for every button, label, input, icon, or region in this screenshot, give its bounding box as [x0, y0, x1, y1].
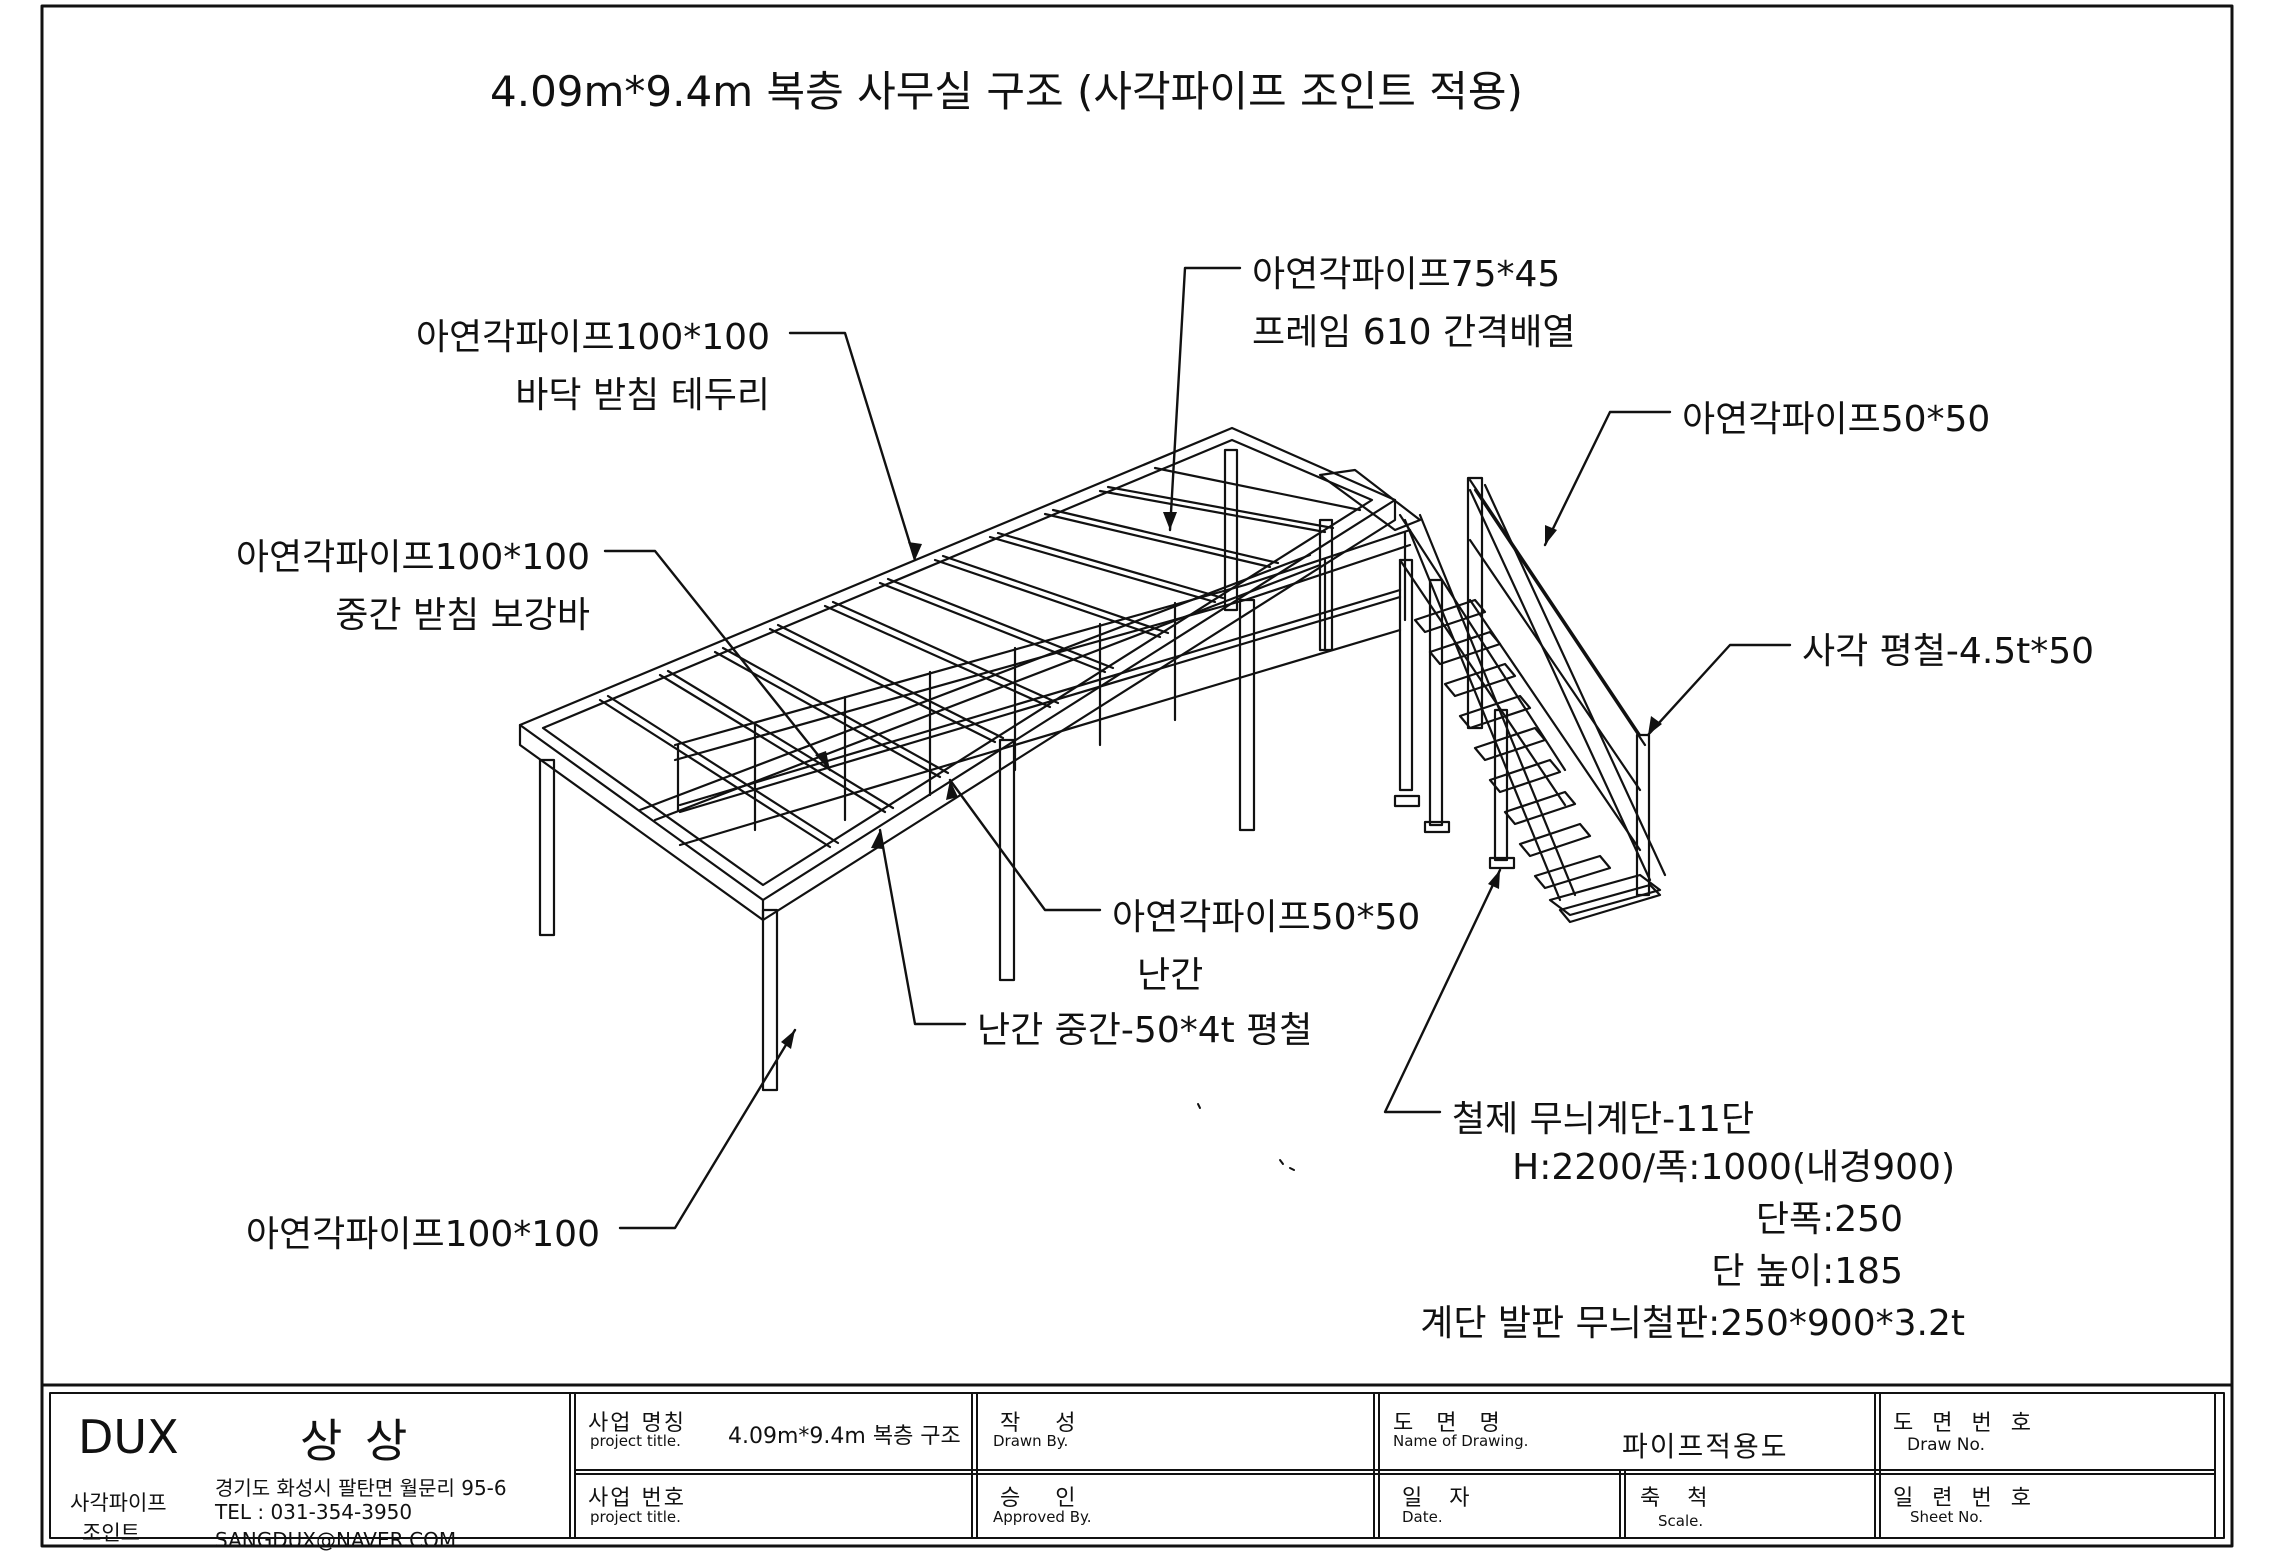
deck-rim: [518, 426, 1397, 902]
leader-right-rail: [1543, 410, 1672, 547]
company-tel: TEL : 031-354-3950: [215, 1500, 413, 1524]
callout-text: 아연각파이프100*100: [235, 537, 590, 578]
callout-text: 바닥 받침 테두리: [515, 375, 770, 416]
leader-flat-bar: [1646, 643, 1792, 737]
date-sub: Date.: [1402, 1508, 1443, 1526]
callout-stair: 철제 무늬계단-11단: [1452, 1090, 1754, 1142]
callout-text: 난간: [1137, 955, 1204, 996]
callout-flat-bar: 사각 평철-4.5t*50: [1802, 631, 2095, 672]
draw-no-sub: Draw No.: [1907, 1435, 1986, 1455]
arrowheads: [781, 512, 1662, 1049]
callout-text: H:2200/폭:1000(내경900): [1512, 1147, 1955, 1188]
drawing-name-sub: Name of Drawing.: [1393, 1432, 1529, 1450]
leader-mid-left: [603, 549, 832, 772]
callout-text: 아연각파이프100*100: [415, 317, 770, 358]
callout-guard-rail: 아연각파이프50*50 난간: [1112, 888, 1420, 998]
callout-post: 아연각파이프100*100: [245, 1214, 600, 1255]
scale-sub: Scale.: [1658, 1512, 1704, 1530]
date-label: 일 자: [1402, 1486, 1480, 1511]
stair: [1398, 476, 1667, 924]
callout-text: 철제 무늬계단-11단: [1452, 1099, 1755, 1140]
callout-rail-mid: 난간 중간-50*4t 평철: [977, 1010, 1313, 1051]
title-block-grid: [569, 1392, 2216, 1539]
drawn-label: 작 성: [1000, 1411, 1090, 1436]
leader-stair: [1383, 868, 1502, 1114]
drawing-title: 4.09m*9.4m 복층 사무실 구조 (사각파이프 조인트 적용): [490, 67, 1523, 116]
callout-text: 중간 받침 보강바: [335, 595, 590, 636]
callout-stair-rail: 아연각파이프50*50: [1682, 399, 1991, 440]
brand-logo: DUX: [78, 1410, 179, 1464]
sheet-no-sub: Sheet No.: [1910, 1508, 1984, 1526]
callout-text: 단폭:250: [1755, 1199, 1903, 1240]
stray-marks: [1197, 1103, 1295, 1171]
scale-label: 축 척: [1640, 1486, 1718, 1511]
project-no-label: 사업 번호: [588, 1486, 686, 1511]
company-email: SANGDUX@NAVER.COM: [215, 1528, 457, 1552]
callout-text: 아연각파이프50*50: [1112, 897, 1421, 938]
company-type: 사각파이프: [70, 1491, 167, 1515]
project-name-label: 사업 명칭: [588, 1411, 686, 1436]
leader-top-mid: [1168, 266, 1242, 532]
company-address: 경기도 화성시 팔탄면 월문리 95-6: [215, 1476, 507, 1500]
leader-lines: [603, 266, 1792, 1230]
leader-top-left: [788, 331, 917, 562]
guard-railing: [673, 528, 1412, 847]
drawing-name-label: 도 면 명: [1393, 1411, 1508, 1436]
sheet-no-label: 일 련 번 호: [1893, 1486, 2037, 1511]
drawn-sub: Drawn By.: [993, 1432, 1069, 1450]
drawing-name-value: 파이프적용도: [1622, 1430, 1789, 1463]
company-type-2: 조인트: [82, 1521, 140, 1545]
project-no-sub: project title.: [590, 1508, 681, 1526]
leader-rail-mid: [878, 828, 967, 1026]
brand-korean: 상 상: [300, 1414, 412, 1468]
draw-no-label: 도 면 번 호: [1893, 1411, 2037, 1436]
project-name-value: 4.09m*9.4m 복층 구조: [728, 1424, 961, 1449]
sheet-border: [40, 4, 2234, 1548]
callout-text: 단 높이:185: [1711, 1251, 1903, 1292]
callout-joist: 아연각파이프75*45 프레임 610 간격배열: [1252, 245, 1575, 355]
approved-label: 승 인: [1000, 1486, 1090, 1511]
callout-rim-beam: 아연각파이프100*100 바닥 받침 테두리: [330, 308, 770, 418]
leader-post: [618, 1028, 797, 1230]
callout-stair-spec: H:2200/폭:1000(내경900) 단폭:250 단 높이:185 계단 …: [1380, 1142, 1965, 1350]
callout-mid-beam: 아연각파이프100*100 중간 받침 보강바: [150, 528, 590, 638]
callout-text: 아연각파이프75*45: [1252, 254, 1561, 295]
project-name-sub: project title.: [590, 1432, 681, 1450]
callout-text: 프레임 610 간격배열: [1252, 312, 1576, 353]
callout-text: 계단 발판 무늬철판:250*900*3.2t: [1420, 1303, 1965, 1344]
deck-structure: [518, 426, 1422, 922]
approved-sub: Approved By.: [993, 1508, 1092, 1526]
leader-rail: [948, 778, 1102, 912]
